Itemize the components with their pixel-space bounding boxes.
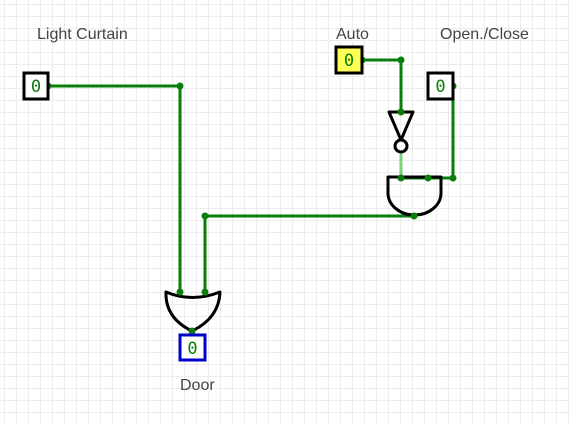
auto-label: Auto xyxy=(336,26,369,43)
junction-dots xyxy=(44,56,457,335)
not-gate-body xyxy=(387,110,415,142)
junction-dot xyxy=(176,288,184,296)
light-curtain-switch[interactable]: 0 xyxy=(22,71,50,101)
door-output-box xyxy=(178,333,207,362)
junction-dot xyxy=(397,174,405,182)
open-close-switch-box xyxy=(426,71,455,101)
door-value: 0 xyxy=(187,339,197,359)
junction-dot xyxy=(397,108,405,116)
open-close-value: 0 xyxy=(435,77,445,97)
or-gate[interactable] xyxy=(164,290,222,333)
not-gate[interactable] xyxy=(387,110,415,154)
junction-dot xyxy=(424,174,432,182)
door-label: Door xyxy=(180,377,215,394)
junction-dot xyxy=(201,288,209,296)
wire-and-to-or xyxy=(203,214,416,294)
junction-dot xyxy=(188,327,196,335)
light-curtain-switch-box xyxy=(22,71,50,101)
not-gate-bubble xyxy=(393,138,409,154)
auto-switch-box xyxy=(334,45,364,75)
junction-dot xyxy=(201,212,209,220)
junction-dot xyxy=(410,212,418,220)
open-close-switch[interactable]: 0 xyxy=(426,71,455,101)
door-output: 0 xyxy=(178,333,207,362)
junction-dot xyxy=(397,56,405,64)
wires xyxy=(46,58,455,337)
auto-value: 0 xyxy=(344,51,354,71)
junction-dot xyxy=(449,174,457,182)
open-close-label: Open./Close xyxy=(440,26,529,43)
and-gate[interactable] xyxy=(386,175,443,217)
light-curtain-value: 0 xyxy=(31,77,41,97)
auto-switch[interactable]: 0 xyxy=(334,45,364,75)
light-curtain-label: Light Curtain xyxy=(37,26,128,43)
junction-dot xyxy=(176,82,184,90)
wire-light-curtain xyxy=(46,84,182,294)
wire-auto-to-not xyxy=(360,58,403,114)
